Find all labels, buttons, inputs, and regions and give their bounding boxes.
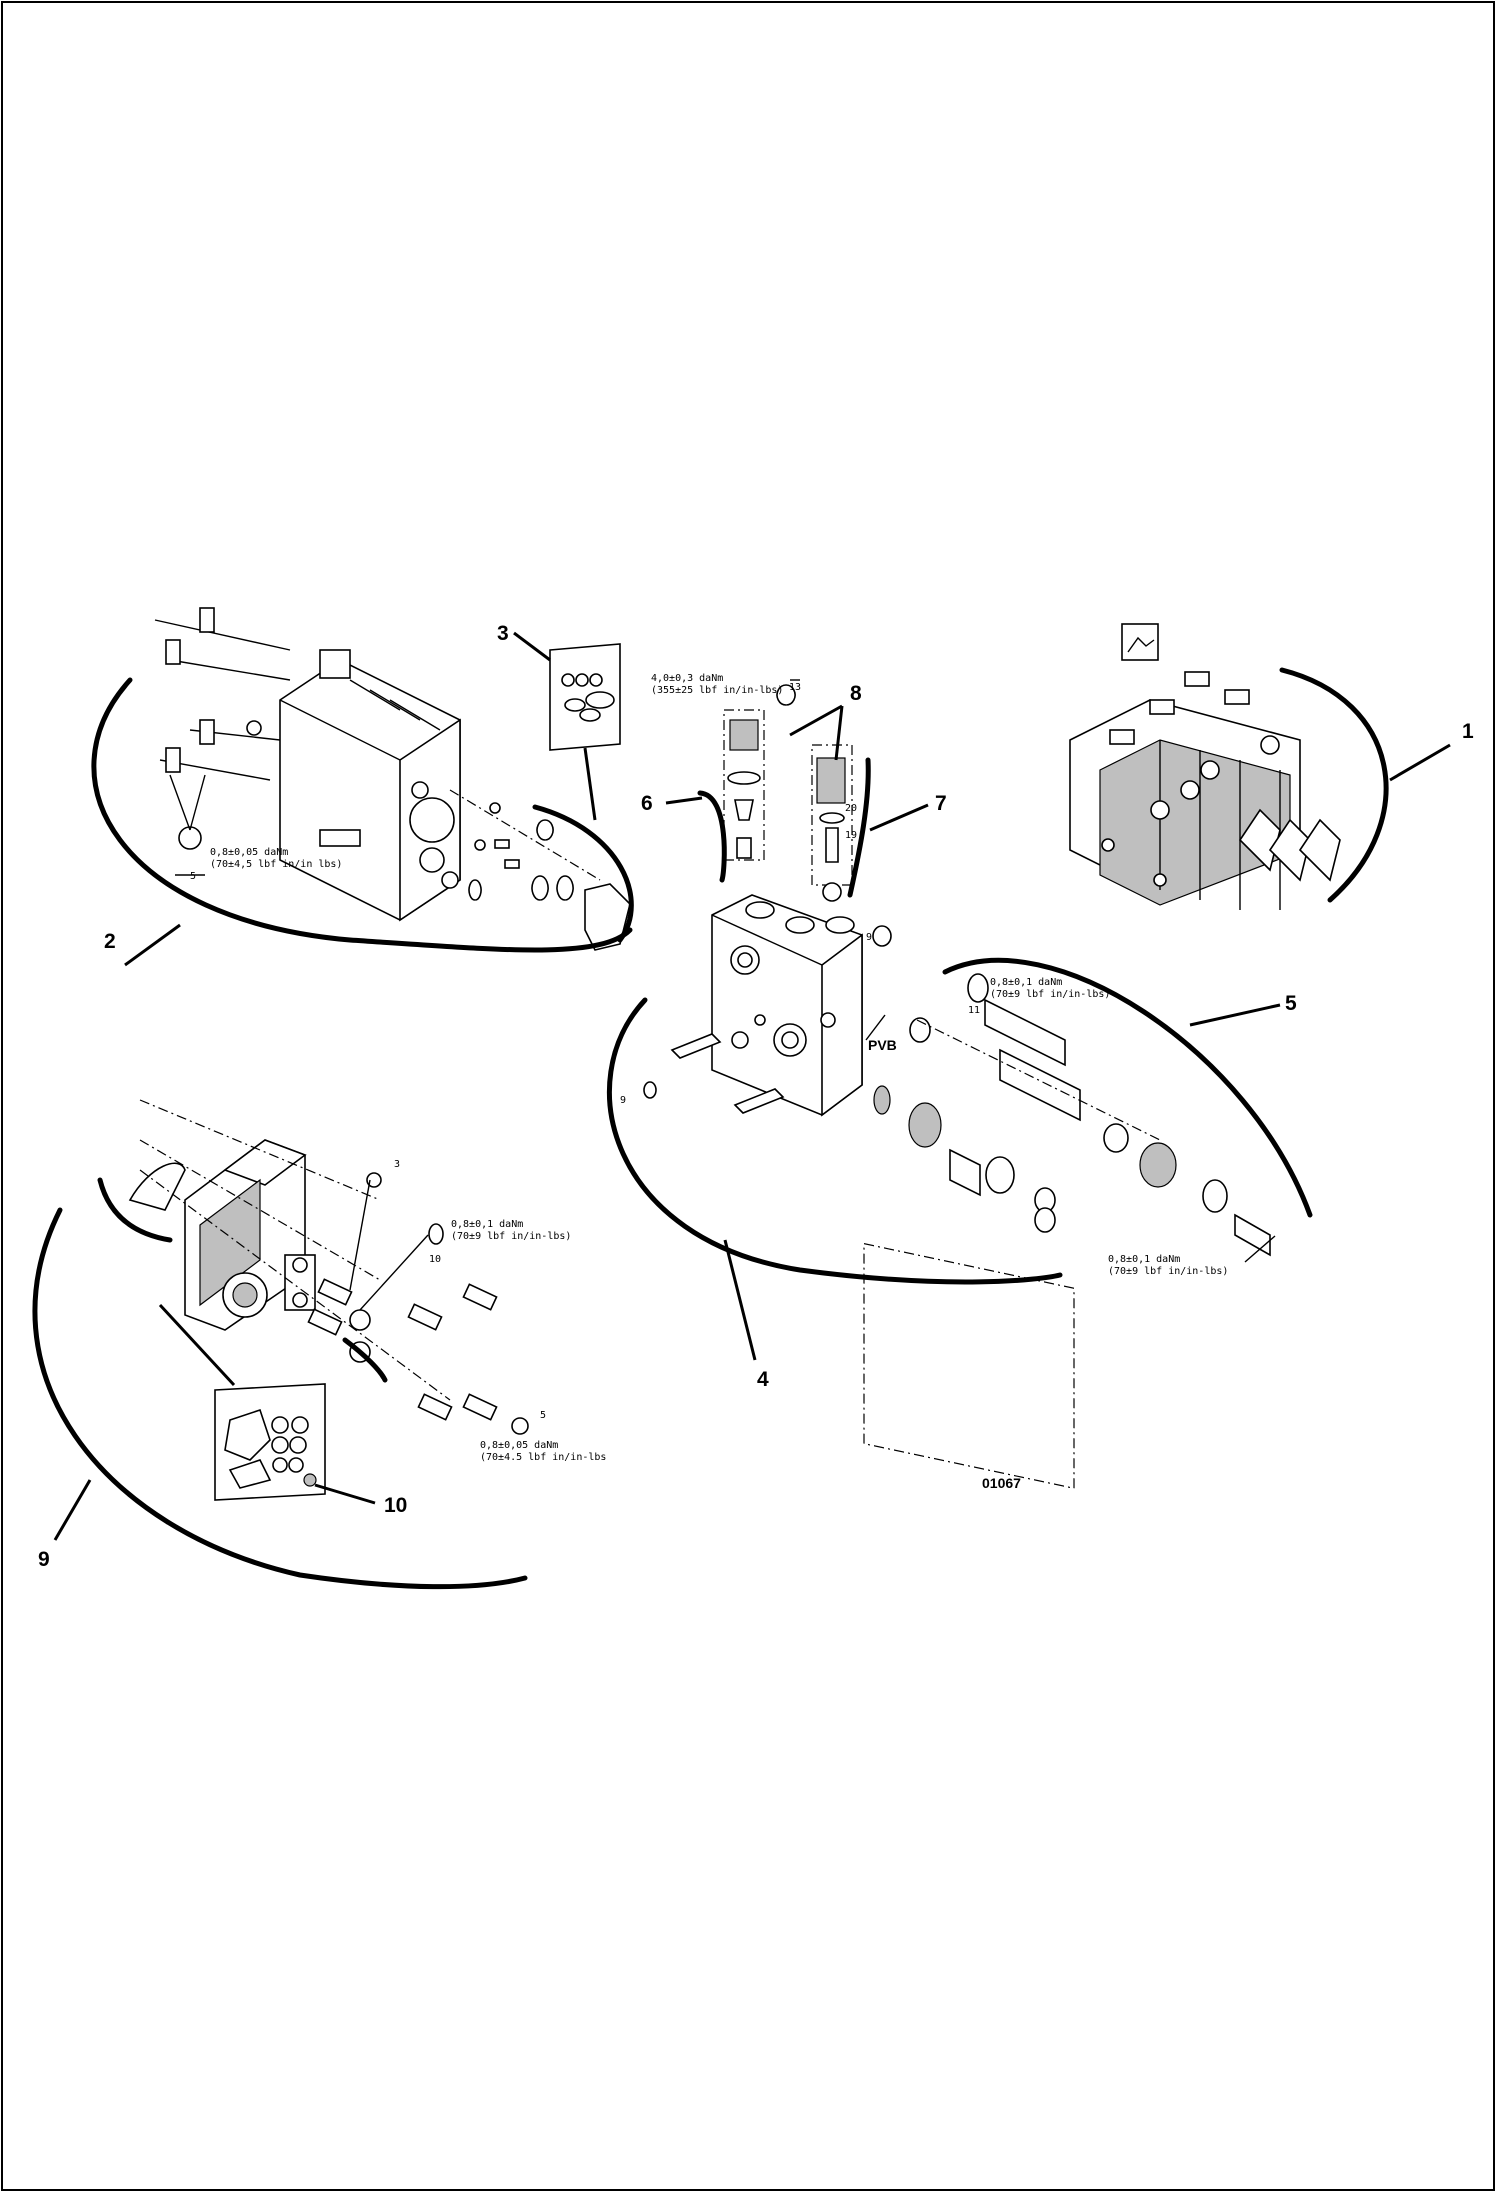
group-5-bracket [942, 957, 1313, 1218]
group-4-bracket [606, 997, 1063, 1285]
dim-5a: 5 [190, 871, 196, 882]
callout-10-leader-top [158, 1303, 236, 1387]
callout-10: 10 [384, 1494, 407, 1517]
figure-id: 01067 [982, 1475, 1021, 1491]
group-9-bracket-small [342, 1337, 388, 1383]
pvb-label: PVB [868, 1037, 897, 1053]
torque-cap-line1: 0,8±0,1 daNm [990, 977, 1062, 988]
group-9-bracket-top [97, 1177, 173, 1243]
group-7-bracket [847, 757, 871, 898]
group-6-bracket [697, 790, 727, 883]
torque-plug-line2: (355±25 lbf in/in-lbs) [651, 685, 783, 696]
callout-1: 1 [1462, 720, 1474, 743]
dim-20: 20 [845, 803, 857, 814]
torque-cover-line2: (70±9 lbf in/in-lbs) [451, 1231, 571, 1242]
torque-cover-screw-line1: 0,8±0,05 daNm [480, 1440, 558, 1451]
callout-9: 9 [38, 1548, 50, 1571]
callout-8-leader-b [834, 705, 844, 761]
group-1-bracket [1279, 667, 1389, 903]
callout-3-leader-2 [583, 747, 597, 821]
torque-spool-end-line1: 0,8±0,1 daNm [1108, 1254, 1180, 1265]
relief-plug-assembly [723, 679, 853, 902]
dim-3: 3 [394, 1159, 400, 1170]
callout-5-leader [1189, 1003, 1281, 1027]
callout-9-leader [53, 1479, 92, 1541]
o-ring-kit-bag [214, 1383, 326, 1501]
seal-kit-bag [549, 643, 621, 751]
callout-5: 5 [1285, 992, 1297, 1015]
callout-7-leader [869, 803, 929, 832]
callout-6: 6 [641, 792, 653, 815]
cover-assembly [128, 1099, 529, 1435]
group-9-bracket [32, 1207, 528, 1590]
callout-4-leader [723, 1239, 757, 1361]
callout-6-leader [665, 796, 703, 805]
torque-cover-screw-line2: (70±4.5 lbf in/in-lbs [480, 1452, 606, 1463]
dim-13: 13 [789, 682, 801, 693]
dim-19: 19 [845, 830, 857, 841]
group-2-bracket-right [532, 804, 634, 943]
dim-9b: 9 [620, 1095, 626, 1106]
callout-1-leader [1389, 743, 1451, 782]
torque-cover-line1: 0,8±0,1 daNm [451, 1219, 523, 1230]
dim-9a: 9 [866, 932, 872, 943]
electrical-actuator [154, 607, 631, 951]
callout-3-leader [513, 631, 551, 662]
callout-4: 4 [757, 1368, 769, 1391]
torque-spool-end-line2: (70±9 lbf in/in-lbs) [1108, 1266, 1228, 1277]
callout-2-leader [124, 923, 181, 967]
callout-8: 8 [850, 682, 862, 705]
callout-10-leader [314, 1483, 376, 1505]
group-2-bracket [91, 677, 633, 953]
callout-7: 7 [935, 792, 947, 815]
valve-bank-assembly [1069, 623, 1341, 910]
spool-assembly [863, 973, 1271, 1490]
torque-actuator-line2: (70±4,5 lbf in/in lbs) [210, 859, 342, 870]
torque-cap-line2: (70±9 lbf in/in-lbs) [990, 989, 1110, 1000]
torque-plug-line1: 4,0±0,3 daNm [651, 673, 723, 684]
dim-11: 11 [968, 1005, 980, 1016]
dim-5b: 5 [540, 1410, 546, 1421]
warning-symbol-icon [1121, 623, 1159, 661]
callout-3: 3 [497, 622, 509, 645]
torque-actuator-line1: 0,8±0,05 daNm [210, 847, 288, 858]
callout-2: 2 [104, 930, 116, 953]
valve-section-body [643, 894, 892, 1117]
dim-10: 10 [429, 1254, 441, 1265]
callout-8-leader-a [789, 704, 843, 737]
